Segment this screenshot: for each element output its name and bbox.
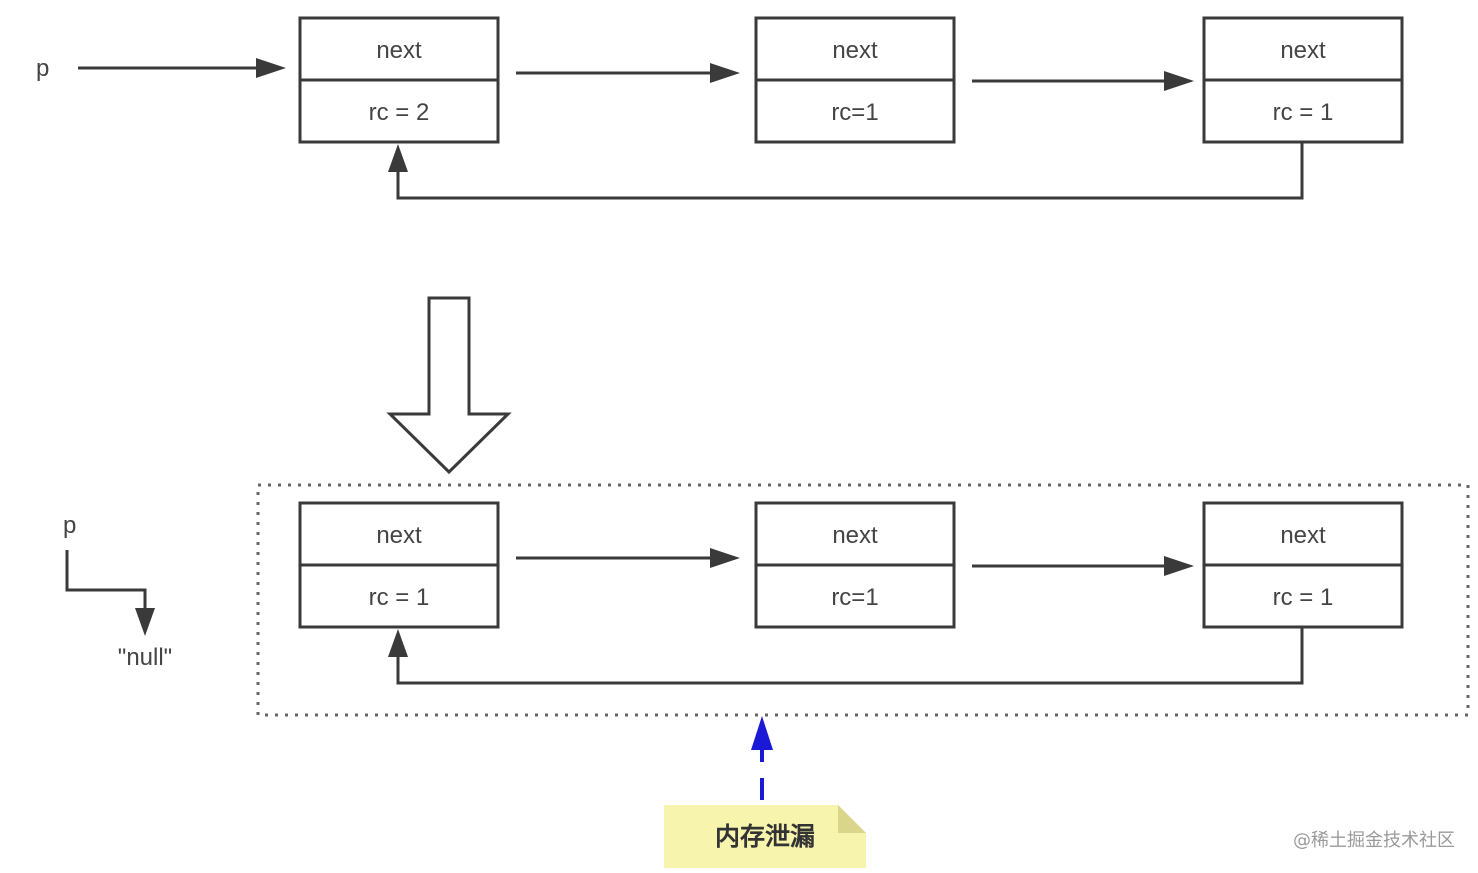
top-node-3-next-label: next <box>1280 37 1326 64</box>
bottom-node-3-count-label: rc = 1 <box>1273 584 1334 611</box>
callout-arrowhead <box>751 716 773 750</box>
top-node-3-count-label: rc = 1 <box>1273 99 1334 126</box>
bottom-node-1: next rc = 1 <box>298 501 500 629</box>
bottom-pointer-label: p <box>63 512 76 539</box>
bottom-node-1-next-label: next <box>376 522 422 549</box>
null-label: "null" <box>118 644 172 671</box>
bottom-cycle-arrowhead <box>388 629 408 657</box>
transition-down-arrow <box>386 296 512 475</box>
top-pointer-label: p <box>36 55 49 82</box>
bottom-node-2: next rc=1 <box>754 501 956 629</box>
top-edge-1-to-2-arrowhead <box>710 63 740 83</box>
top-node-2-next-label: next <box>832 37 878 64</box>
bottom-cycle-edge-3-to-1 <box>396 627 1304 685</box>
bottom-node-3-next-label: next <box>1280 522 1326 549</box>
bottom-row: p "null" next rc = 1 next rc=1 next rc =… <box>63 483 1470 717</box>
bottom-pointer-arrowhead <box>135 608 155 636</box>
top-node-1-next-label: next <box>376 37 422 64</box>
top-node-3: next rc = 1 <box>1202 16 1404 144</box>
top-edge-2-to-3-arrowhead <box>1164 71 1194 91</box>
bottom-node-2-next-label: next <box>832 522 878 549</box>
top-cycle-arrowhead <box>388 144 408 172</box>
top-row: p next rc = 2 next rc=1 next rc = 1 <box>36 16 1404 200</box>
memory-leak-note-text: 内存泄漏 <box>715 822 815 851</box>
bottom-edge-1-to-2-arrowhead <box>710 548 740 568</box>
bottom-node-2-count-label: rc=1 <box>831 584 878 611</box>
top-node-2-count-label: rc=1 <box>831 99 878 126</box>
top-cycle-edge-3-to-1 <box>396 142 1304 200</box>
memory-leak-note: 内存泄漏 <box>664 805 866 868</box>
top-node-2: next rc=1 <box>754 16 956 144</box>
watermark: @稀土掘金技术社区 <box>1293 830 1455 851</box>
bottom-pointer-to-null-line <box>65 550 147 610</box>
bottom-edge-2-to-3-arrowhead <box>1164 556 1194 576</box>
memory-leak-callout: 内存泄漏 <box>664 716 866 868</box>
bottom-node-3: next rc = 1 <box>1202 501 1404 629</box>
top-node-1: next rc = 2 <box>298 16 500 144</box>
top-node-1-count-label: rc = 2 <box>369 99 430 126</box>
bottom-node-1-count-label: rc = 1 <box>369 584 430 611</box>
top-pointer-arrowhead <box>256 58 286 78</box>
